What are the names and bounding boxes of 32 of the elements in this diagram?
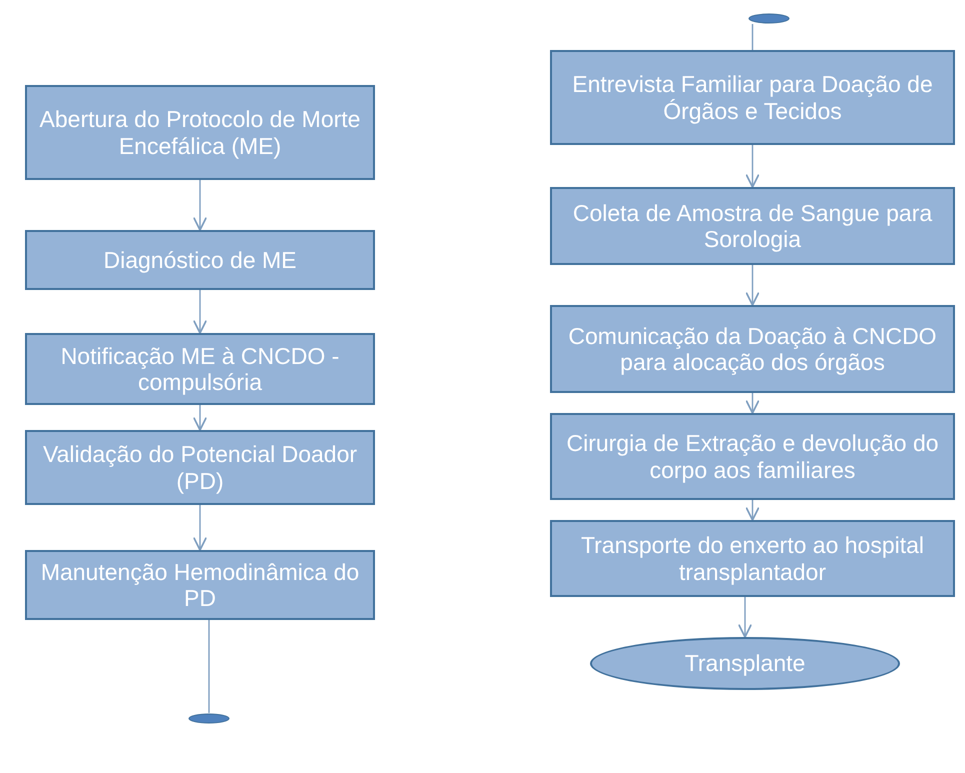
process-box (25, 85, 375, 180)
step-text: Comunicação da Doação à CNCDO para alocação dos órgãos (567, 322, 938, 376)
step-text: Manutenção Hemodinâmica do PD (40, 558, 360, 612)
step-text: Transplante (684, 650, 806, 677)
process-box (25, 550, 375, 620)
arrow (192, 405, 208, 431)
step-text: Entrevista Familiar para Doação de Órgãos e Tecidos (571, 71, 934, 124)
step-text: Validação do Potencial Doador (PD) (42, 441, 358, 494)
arrow (192, 290, 208, 334)
arrow (745, 500, 760, 521)
process-box (550, 520, 955, 597)
arrow (738, 597, 752, 638)
arrow (745, 265, 760, 306)
arrow (745, 145, 760, 188)
process-box (25, 333, 375, 405)
arrow (192, 180, 208, 231)
process-box (550, 413, 955, 500)
step-text: Notificação ME à CNCDO - compulsória (60, 342, 340, 396)
step-text: Diagnóstico de ME (102, 246, 298, 274)
step-text: Coleta de Amostra de Sangue para Sorologia (572, 200, 934, 252)
step-text: Abertura do Protocolo de Morte Encefálica (ME) (38, 106, 362, 159)
connector-line (752, 24, 754, 50)
arrow (745, 393, 760, 414)
step-text: Transporte do enxerto ao hospital transplantador (580, 532, 926, 585)
arrow (192, 505, 208, 551)
process-box (550, 305, 955, 393)
connector-line (208, 620, 210, 713)
process-box (550, 50, 955, 145)
process-box (550, 187, 955, 265)
process-box (25, 230, 375, 290)
process-box (25, 430, 375, 505)
step-text: Cirurgia de Extração e devolução do corpo aos familiares (565, 430, 940, 483)
